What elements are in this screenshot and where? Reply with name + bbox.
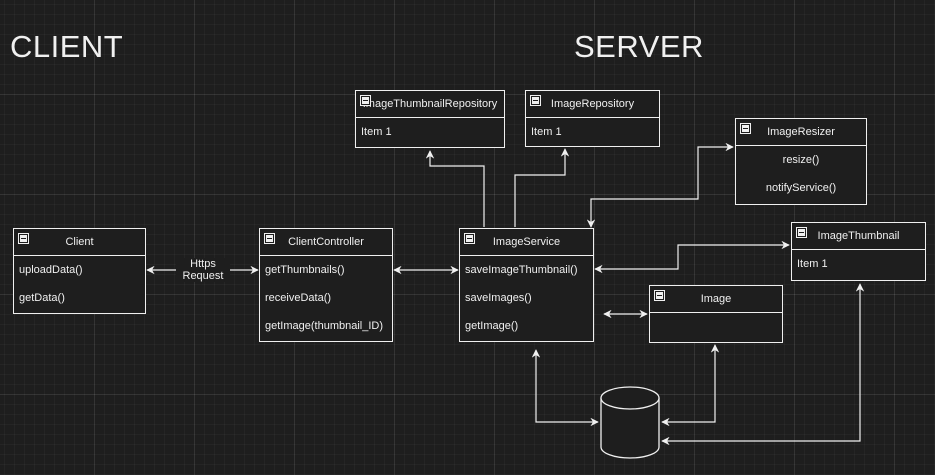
collapse-icon[interactable] bbox=[264, 233, 275, 244]
client-class[interactable]: Client uploadData() getData() bbox=[13, 228, 146, 314]
collapse-icon[interactable] bbox=[654, 290, 665, 301]
edge-service-thumbnail-repo bbox=[425, 150, 485, 227]
collapse-icon[interactable] bbox=[530, 95, 541, 106]
client-controller-method-row[interactable]: getImage(thumbnail_ID) bbox=[265, 320, 384, 332]
client-class-header[interactable]: Client bbox=[14, 229, 145, 256]
image-service-class-title: ImageService bbox=[492, 236, 561, 248]
image-thumbnail-repository-item-row[interactable]: Item 1 bbox=[361, 126, 392, 138]
image-thumbnail-item-row[interactable]: Item 1 bbox=[797, 258, 828, 270]
image-repository-item-row[interactable]: Item 1 bbox=[531, 126, 562, 138]
collapse-icon[interactable] bbox=[18, 233, 29, 244]
edge-service-resizer bbox=[586, 142, 734, 228]
edge-service-database bbox=[531, 349, 599, 427]
https-request-label: Https Request bbox=[176, 258, 230, 282]
edge-database-image bbox=[661, 344, 720, 427]
client-controller-class-title: ClientController bbox=[288, 236, 364, 248]
image-thumbnail-class-title: ImageThumbnail bbox=[817, 230, 900, 242]
image-class-header[interactable]: Image bbox=[650, 286, 782, 313]
image-service-method-row[interactable]: getImage() bbox=[465, 320, 519, 332]
https-label-line1: Https bbox=[190, 258, 216, 270]
image-class-title: Image bbox=[700, 293, 732, 305]
collapse-icon[interactable] bbox=[740, 123, 751, 134]
image-thumbnail-repository-class[interactable]: ImageThumbnailRepository Item 1 bbox=[355, 90, 505, 148]
collapse-icon[interactable] bbox=[464, 233, 475, 244]
client-method-row[interactable]: uploadData() bbox=[19, 264, 83, 276]
edge-service-imagethumbnail bbox=[594, 240, 790, 274]
image-service-class-header[interactable]: ImageService bbox=[460, 229, 593, 256]
image-resizer-class-title: ImageResizer bbox=[767, 126, 835, 138]
image-resizer-method-row[interactable]: resize() bbox=[782, 154, 820, 166]
image-resizer-class-header[interactable]: ImageResizer bbox=[736, 119, 866, 146]
edge-database-imagethumbnail bbox=[661, 283, 865, 446]
image-repository-class-header[interactable]: ImageRepository bbox=[526, 91, 659, 118]
image-thumbnail-class-header[interactable]: ImageThumbnail bbox=[792, 223, 925, 250]
image-resizer-method-row[interactable]: notifyService() bbox=[765, 182, 837, 194]
database-cylinder bbox=[600, 386, 660, 459]
client-controller-method-row[interactable]: getThumbnails() bbox=[265, 264, 345, 276]
https-label-line2: Request bbox=[182, 270, 224, 282]
image-repository-class[interactable]: ImageRepository Item 1 bbox=[525, 90, 660, 147]
image-service-class[interactable]: ImageService saveImageThumbnail() saveIm… bbox=[459, 228, 594, 342]
image-service-method-row[interactable]: saveImages() bbox=[465, 292, 532, 304]
client-method-row[interactable]: getData() bbox=[19, 292, 65, 304]
client-class-title: Client bbox=[65, 236, 94, 248]
image-thumbnail-class[interactable]: ImageThumbnail Item 1 bbox=[791, 222, 926, 281]
image-thumbnail-repository-class-title: ImageThumbnailRepository bbox=[362, 98, 498, 110]
image-resizer-class[interactable]: ImageResizer resize() notifyService() bbox=[735, 118, 867, 205]
edge-service-image-repo bbox=[514, 148, 570, 227]
client-controller-class[interactable]: ClientController getThumbnails() receive… bbox=[259, 228, 393, 342]
client-section-title: CLIENT bbox=[10, 29, 124, 64]
image-thumbnail-repository-class-header[interactable]: ImageThumbnailRepository bbox=[356, 91, 504, 118]
client-controller-method-row[interactable]: receiveData() bbox=[265, 292, 332, 304]
server-section-title: SERVER bbox=[574, 29, 704, 64]
image-class[interactable]: Image bbox=[649, 285, 783, 343]
image-service-method-row[interactable]: saveImageThumbnail() bbox=[465, 264, 578, 276]
client-controller-class-header[interactable]: ClientController bbox=[260, 229, 392, 256]
image-repository-class-title: ImageRepository bbox=[550, 98, 635, 110]
collapse-icon[interactable] bbox=[796, 227, 807, 238]
collapse-icon[interactable] bbox=[360, 95, 371, 106]
